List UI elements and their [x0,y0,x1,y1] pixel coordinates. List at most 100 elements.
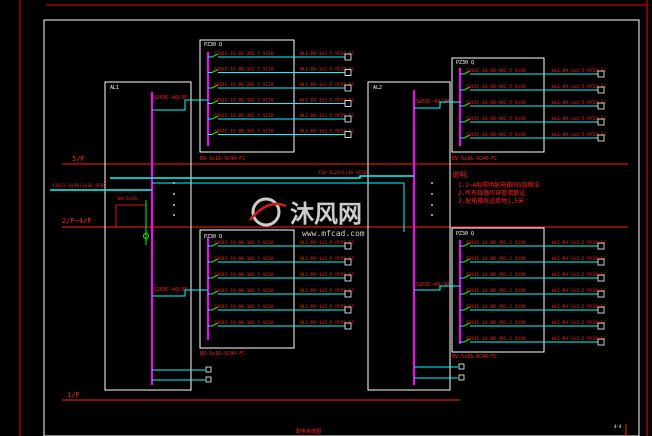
circuit-end-lt-5 [344,131,352,138]
continuation-dots-right [431,182,433,216]
circuit-label-lt-4: S261C-16 BV-3X2.5 SC20 [214,113,274,119]
circuit-switch-lb-4 [211,306,219,311]
box-al2-label: AL2 [373,85,382,91]
circuit-switch-rb-2 [463,274,471,279]
circuit-switch-rb-4 [463,306,471,311]
circuit-switch-lb-2 [211,274,219,279]
watermark: 沐风网 www.mfcad.com [249,197,365,238]
link-left-top [152,99,208,111]
circuit-label-lt-1: S261C-16 BV-3X2.5 SC20 [214,67,274,73]
notes-title: 说明： [452,170,473,179]
incoming-label: YJV22-4x35+1x16-SC80 [52,183,106,189]
circuit-label-rb-2: S261C-16 BV-3X2.5 SC20 [466,272,526,278]
box-al1 [104,81,192,391]
circuit-switch-rt-4 [463,134,471,139]
circuit-end-lt-1 [344,69,352,76]
circuit-label-lb-5: S261C-16 BV-3X2.5 SC20 [214,320,274,326]
feeder-left-bot: BV-5x16-SC40-FC [200,351,245,357]
circuit-label-rt-2: S261C-16 BV-3X2.5 SC20 [466,100,526,106]
meter-dot [143,233,149,239]
note-2: 2.所有线路均穿管暗敷设 [458,189,525,197]
floor-label-1f: 1/F [67,391,80,399]
link-right-bot [414,285,460,291]
link-left-bot [152,289,208,297]
breaker-main-left: S263C-40/3P [154,95,187,101]
subbox-right-top-label: PZ30 Q [456,60,474,66]
circuit-end-lb-3 [344,290,352,298]
meter-box [115,204,147,228]
circuit-end-rb-0 [597,242,605,250]
breaker-main-right: S263C-40/3P [416,99,449,105]
circuit-label-lb-4: S261C-16 BV-3X2.5 SC20 [214,304,274,310]
circuit-switch-lb-5 [211,322,219,327]
circuit-label-rb-3: S261C-16 BV-3X2.5 SC20 [466,288,526,294]
cable-label-lt-3: WL1-BV-3x2.5-PC20-FC [300,98,354,104]
circuit-switch-rb-0 [463,242,471,247]
circuit-switch-lt-1 [211,69,219,73]
circuit-switch-rb-1 [463,258,471,263]
circuit-label-rb-4: S261C-16 BV-3X2.5 SC20 [466,304,526,310]
subbox-right-bot-label: PZ30 Q [456,231,474,237]
cable-label-rt-3: WL1-BV-3x2.5-PC20-FC [552,116,606,122]
subbox-left-top-label: PZ30 Q [204,42,222,48]
circuit-end-lt-4 [344,115,352,123]
riser-label: YJV-4x25+1x16 SC50 [318,170,367,176]
feeder-left-top: BV-5x16-SC40-FC [200,156,245,162]
cable-label-lb-1: WL1-BV-3x2.5-PC20-FC [300,256,354,262]
circuit-end-rb-5 [597,322,605,330]
cable-label-lb-3: WL1-BV-3x2.5-PC20-FC [300,288,354,294]
cable-label-lb-5: WL1-BV-3x2.5-PC20-FC [300,320,354,326]
cable-label-rb-0: WL1-BV-3x2.5-PC20-FC [552,240,606,246]
circuit-label-lt-5: S261C-16 BV-3X2.5 SC20 [214,129,274,135]
footer-label: 配电系统图 [296,428,321,435]
subbox-right-top [451,57,545,153]
circuit-label-rb-0: S261C-16 BV-3X2.5 SC20 [466,240,526,246]
circuit-switch-lb-1 [211,258,219,263]
cable-label-lb-0: WL1-BV-3x2.5-PC20-FC [300,240,354,246]
box-al2 [367,81,451,391]
cable-label-rb-2: WL1-BV-3x2.5-PC20-FC [552,272,606,278]
cable-label-lt-4: WL1-BV-3x2.5-PC20-FC [300,113,354,119]
continuation-dots-left [173,182,175,216]
circuit-end-rt-1 [597,86,605,94]
breaker-lower-right: S263C-40/3P [416,282,449,288]
subbox-left-top [199,39,295,153]
out-right-end-2 [458,374,465,381]
circuit-label-lt-0: S261C-16 BV-3X2.5 SC20 [214,51,274,57]
circuit-switch-lt-4 [211,115,219,120]
watermark-en: www.mfcad.com [302,229,365,238]
cable-label-rt-1: WL1-BV-3x2.5-PC20-FC [552,84,606,90]
circuit-end-rb-1 [597,258,605,266]
note-1: 1.2~4层照明配电箱同5层做法 [458,181,540,189]
subbox-right-bot [451,227,545,353]
breaker-lower-left: S263C-40/3P [154,287,187,293]
cable-label-lt-1: WL1-BV-3x2.5-PC20-FC [300,67,354,73]
circuit-switch-rt-3 [463,118,471,123]
cable-label-lt-5: WL1-BV-3x2.5-PC20-FC [300,129,354,135]
floor-label-5f: 5/F [72,155,85,163]
circuit-label-rb-1: S261C-16 BV-3X2.5 SC20 [466,256,526,262]
out-left-end-1 [205,366,212,373]
feeder-right-bot: BV-5x16-SC40-FC [452,354,497,360]
circuit-switch-lb-3 [211,290,219,295]
circuit-end-lt-0 [344,53,352,61]
cable-label-rb-5: WL1-BV-3x2.5-PC20-FC [552,320,606,326]
watermark-logo-icon [251,197,281,227]
cable-label-lb-4: WL1-BV-3x2.5-PC20-FC [300,304,354,310]
subbox-left-bot-label: PZ30 Q [204,234,222,240]
circuit-end-rt-2 [597,102,605,110]
circuit-end-rb-2 [597,274,605,282]
cable-label-rb-6: WL1-BV-3x2.5-PC20-FC [552,336,606,342]
circuit-end-lb-5 [344,322,352,330]
circuit-switch-lt-3 [211,100,219,104]
cable-label-rb-3: WL1-BV-3x2.5-PC20-FC [552,288,606,294]
subbox-left-bot [199,229,295,349]
frame-inner [43,19,640,436]
watermark-cn: 沐风网 [290,200,362,228]
box-al1-label: AL1 [110,85,119,91]
circuit-label-rt-0: S261C-16 BV-3X2.5 SC20 [466,68,526,74]
circuit-end-rt-4 [597,134,605,142]
circuit-end-lt-3 [344,100,352,107]
